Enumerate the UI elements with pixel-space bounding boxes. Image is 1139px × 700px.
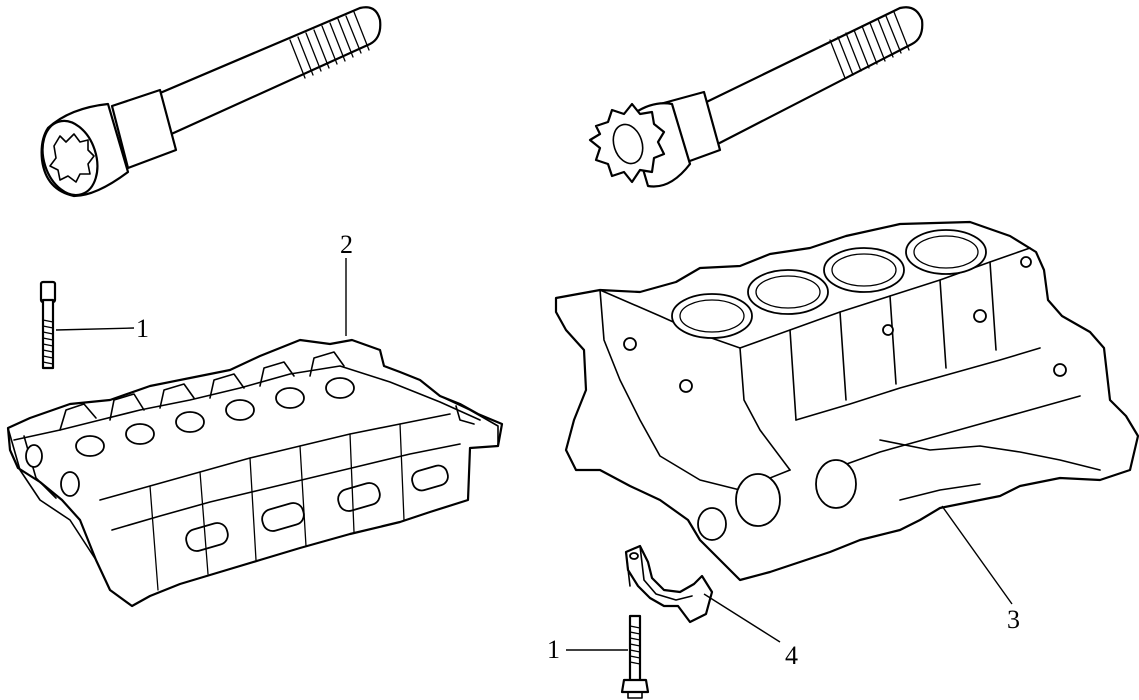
bolt-item-1-left xyxy=(39,280,57,370)
callout-1-top: 1 xyxy=(136,314,149,343)
spline-socket-head-bolt xyxy=(40,6,382,198)
callout-1-bottom: 1 xyxy=(547,635,560,664)
bolt-item-1-bottom xyxy=(620,614,650,699)
leader-lines xyxy=(55,258,1013,651)
callout-3: 3 xyxy=(1007,605,1020,634)
bearing-cap xyxy=(624,544,714,624)
callout-2: 2 xyxy=(340,230,353,259)
spline-flange-head-bolt xyxy=(588,6,924,188)
cylinder-head xyxy=(6,338,504,608)
cylinder-block xyxy=(554,220,1139,582)
callout-4: 4 xyxy=(785,641,798,670)
